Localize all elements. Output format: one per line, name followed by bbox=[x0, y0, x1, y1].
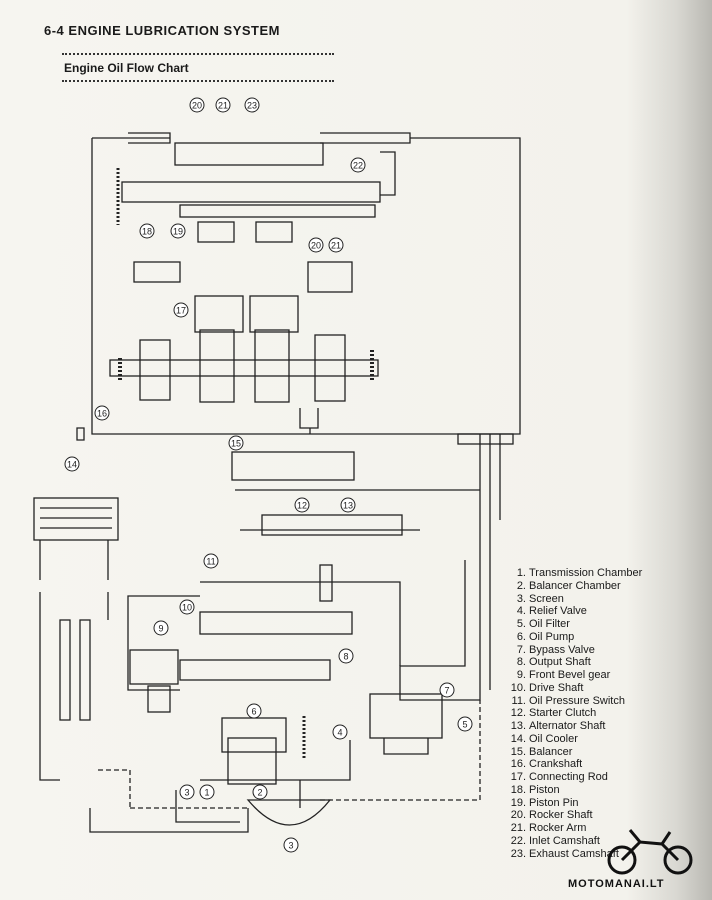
callout-3-left: 3 bbox=[179, 784, 195, 800]
svg-text:22: 22 bbox=[353, 161, 363, 171]
callout-markers: 20 21 23 22 18 19 17 16 20 21 15 14 12 1… bbox=[64, 97, 473, 853]
watermark-logo: MOTOMANAI.LT bbox=[568, 878, 665, 890]
dotted-rule-bottom bbox=[62, 80, 334, 82]
legend-item: 4.Relief Valve bbox=[516, 605, 587, 618]
callout-7: 7 bbox=[439, 682, 455, 698]
svg-text:6: 6 bbox=[251, 707, 256, 717]
legend-item: 10.Drive Shaft bbox=[510, 681, 584, 694]
motorcycle-logo-icon bbox=[607, 829, 693, 875]
legend-item: 18.Piston bbox=[510, 783, 560, 796]
callout-22: 22 bbox=[350, 157, 366, 173]
callout-17: 17 bbox=[173, 302, 189, 318]
svg-text:19: 19 bbox=[173, 227, 183, 237]
svg-text:18: 18 bbox=[142, 227, 152, 237]
callout-9: 9 bbox=[153, 620, 169, 636]
legend-item: 11.Oil Pressure Switch bbox=[511, 694, 625, 707]
svg-text:1: 1 bbox=[204, 788, 209, 798]
svg-text:7: 7 bbox=[444, 686, 449, 696]
legend-item: 13.Alternator Shaft bbox=[510, 720, 606, 732]
section-heading: 6-4 ENGINE LUBRICATION SYSTEM bbox=[44, 23, 281, 38]
svg-text:2: 2 bbox=[257, 788, 262, 798]
callout-14: 14 bbox=[64, 456, 80, 472]
callout-23: 23 bbox=[244, 97, 260, 113]
callout-13: 13 bbox=[340, 497, 356, 513]
callout-8: 8 bbox=[338, 648, 354, 664]
callout-15: 15 bbox=[228, 435, 244, 451]
svg-text:13: 13 bbox=[343, 501, 353, 511]
legend-item: 12.Starter Clutch bbox=[510, 707, 597, 720]
parts-legend: 1.Transmission Chamber 2.Balancer Chambe… bbox=[504, 567, 643, 860]
svg-text:4: 4 bbox=[337, 728, 342, 738]
legend-item: 22.Inlet Camshaft bbox=[510, 834, 600, 847]
legend-item: 21.Rocker Arm bbox=[510, 822, 587, 834]
callout-21-top: 21 bbox=[215, 97, 231, 113]
legend-item: 3.Screen bbox=[516, 592, 564, 605]
svg-text:10: 10 bbox=[182, 603, 192, 613]
svg-text:21: 21 bbox=[218, 101, 228, 111]
svg-text:14: 14 bbox=[67, 460, 77, 470]
legend-item: 17.Connecting Rod bbox=[510, 771, 608, 783]
legend-item: 20.Rocker Shaft bbox=[510, 809, 593, 822]
callout-18: 18 bbox=[139, 223, 155, 239]
legend-item: 15.Balancer bbox=[510, 745, 573, 758]
callout-3-pan: 3 bbox=[283, 837, 299, 853]
legend-item: 23.Exhaust Camshaft bbox=[510, 847, 619, 860]
legend-item: 16.Crankshaft bbox=[510, 758, 583, 771]
svg-text:12: 12 bbox=[297, 501, 307, 511]
svg-text:21: 21 bbox=[331, 241, 341, 251]
svg-text:9: 9 bbox=[158, 624, 163, 634]
svg-text:8: 8 bbox=[343, 652, 348, 662]
svg-text:5: 5 bbox=[462, 720, 467, 730]
legend-item: 14.Oil Cooler bbox=[510, 732, 578, 745]
legend-item: 6.Oil Pump bbox=[516, 630, 575, 643]
legend-item: 2.Balancer Chamber bbox=[516, 579, 621, 592]
callout-12: 12 bbox=[294, 497, 310, 513]
callout-5: 5 bbox=[457, 716, 473, 732]
diagram-title: Engine Oil Flow Chart bbox=[64, 61, 189, 75]
svg-text:3: 3 bbox=[184, 788, 189, 798]
svg-text:20: 20 bbox=[192, 101, 202, 111]
legend-item: 19.Piston Pin bbox=[510, 796, 579, 809]
svg-text:20: 20 bbox=[311, 241, 321, 251]
callout-20-lower: 20 bbox=[308, 237, 324, 253]
callout-4: 4 bbox=[332, 724, 348, 740]
svg-text:11: 11 bbox=[206, 557, 215, 567]
callout-16: 16 bbox=[94, 405, 110, 421]
callout-20-top: 20 bbox=[189, 97, 205, 113]
oil-passages bbox=[33, 132, 521, 833]
legend-item: 8.Output Shaft bbox=[516, 656, 591, 669]
svg-text:16: 16 bbox=[97, 409, 107, 419]
callout-19: 19 bbox=[170, 223, 186, 239]
callout-1: 1 bbox=[199, 784, 215, 800]
legend-item: 1.Transmission Chamber bbox=[516, 567, 643, 579]
svg-text:15: 15 bbox=[231, 439, 241, 449]
svg-text:17: 17 bbox=[176, 306, 186, 316]
dotted-rule-top bbox=[62, 53, 334, 55]
legend-item: 9.Front Bevel gear bbox=[516, 669, 611, 681]
svg-text:3: 3 bbox=[288, 841, 293, 851]
callout-10: 10 bbox=[179, 599, 195, 615]
legend-item: 5.Oil Filter bbox=[516, 618, 570, 630]
callout-11: 11 bbox=[203, 553, 219, 569]
svg-text:23: 23 bbox=[247, 101, 257, 111]
legend-item: 7.Bypass Valve bbox=[516, 643, 595, 656]
callout-21-lower: 21 bbox=[328, 237, 344, 253]
callout-2: 2 bbox=[252, 784, 268, 800]
callout-6: 6 bbox=[246, 703, 262, 719]
